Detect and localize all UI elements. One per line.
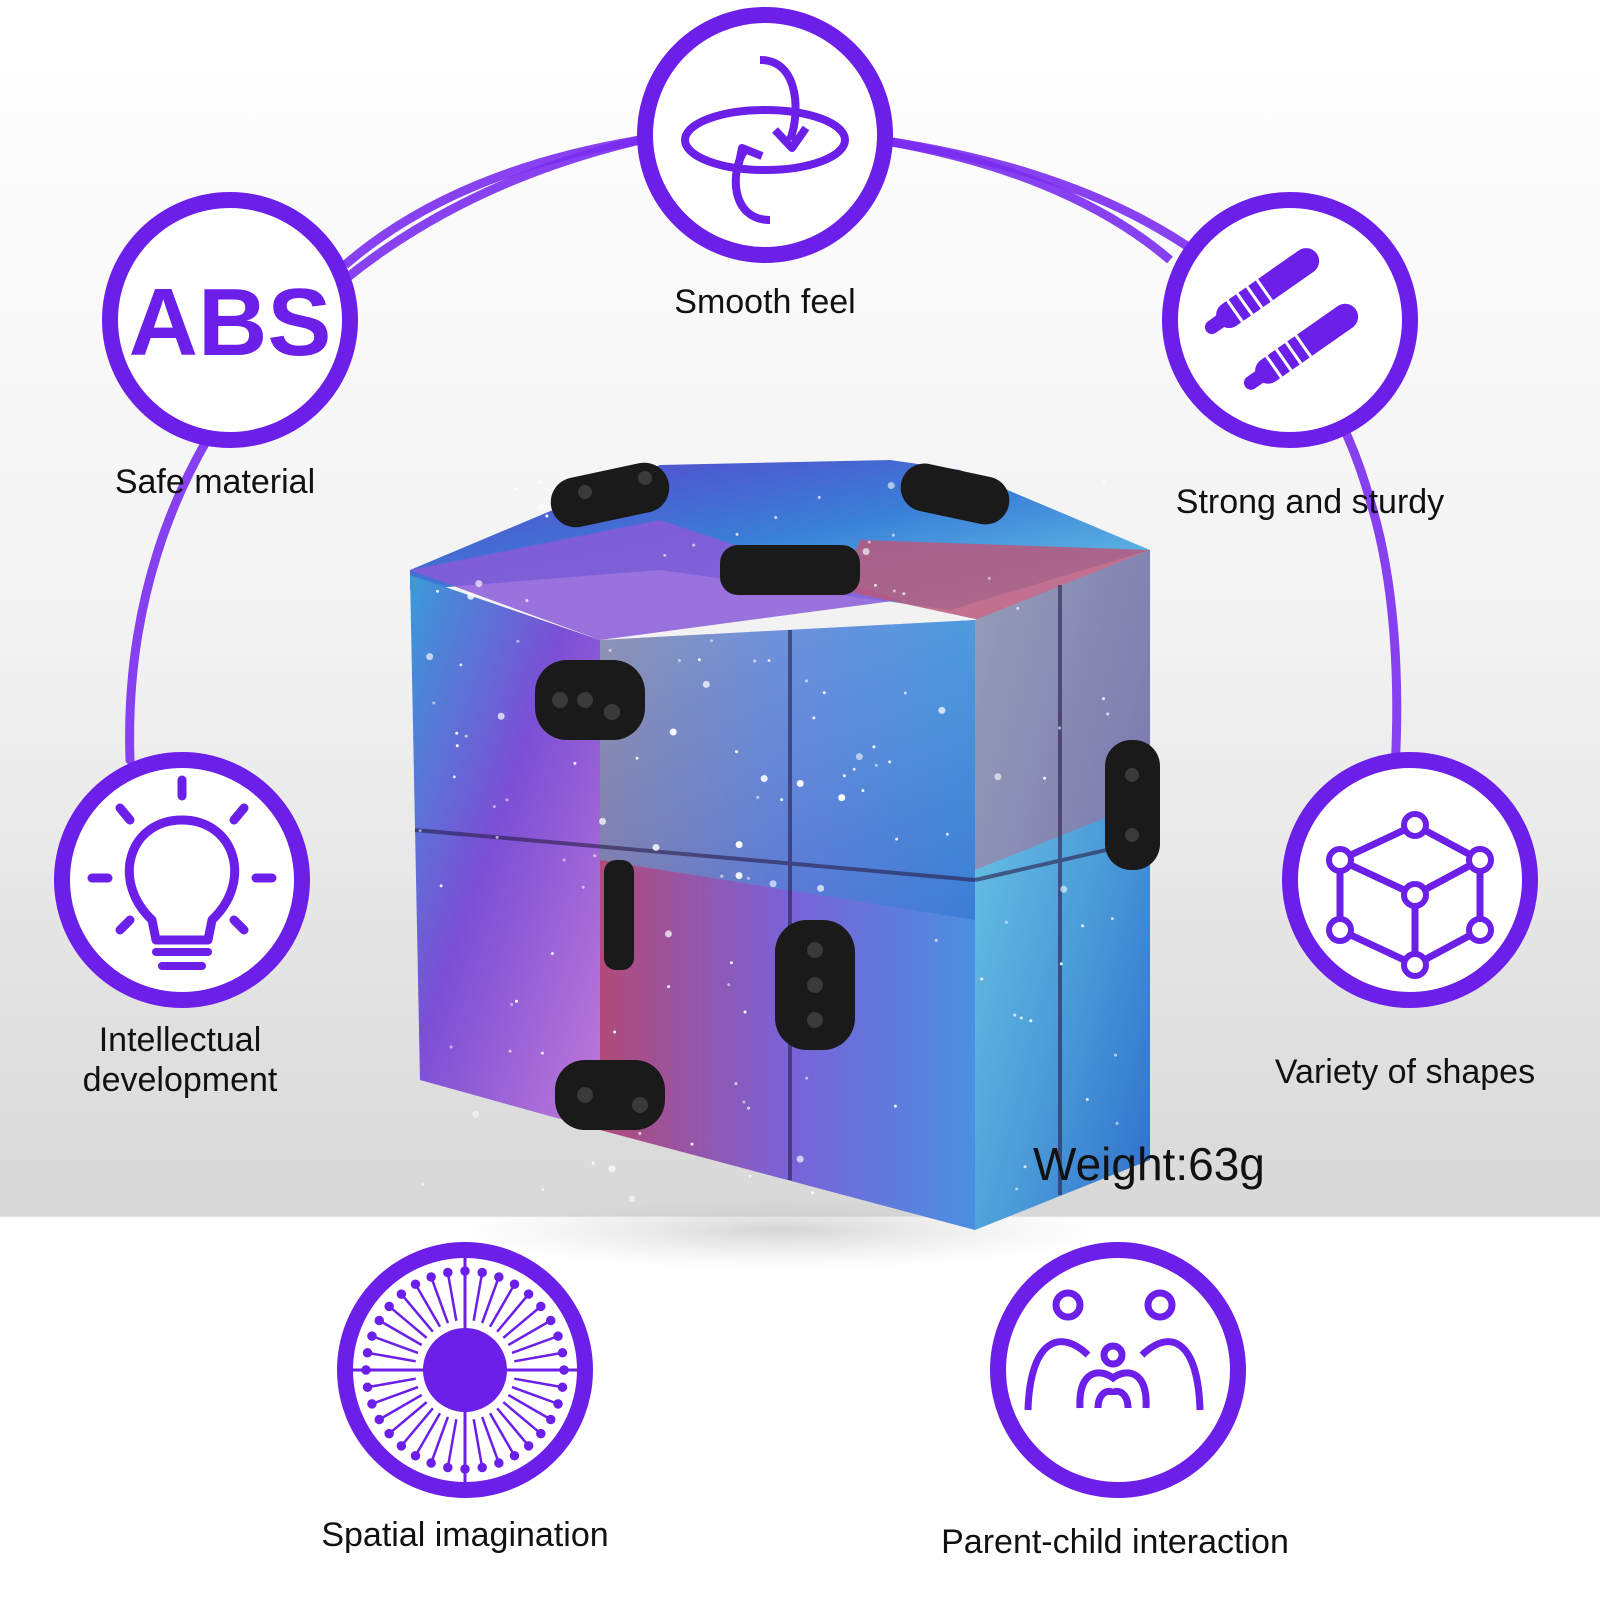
feature-label-spatial-imagination: Spatial imagination: [321, 1516, 609, 1554]
feature-label-parent-child: Parent-child interaction: [941, 1523, 1289, 1561]
feature-label-strong-sturdy: Strong and sturdy: [1175, 483, 1445, 521]
weight-text: Weight:63g: [1033, 1138, 1265, 1190]
intellectual-line-1: Intellectual: [98, 1021, 262, 1059]
feature-label-safe-material: Safe material: [114, 463, 316, 501]
galaxy-infinity-cube-image: [410, 460, 1160, 1270]
family-icon: [990, 1242, 1246, 1498]
spring-clips-icon: [1162, 192, 1418, 448]
cube-nodes-icon: [1282, 752, 1538, 1008]
feature-label-variety-shapes: Variety of shapes: [1274, 1053, 1536, 1091]
intellectual-line-2: development: [82, 1061, 278, 1099]
feature-label-intellectual-development: Intellectual development: [50, 1020, 310, 1100]
feature-label-smooth-feel: Smooth feel: [674, 283, 856, 321]
abs-badge: ABS: [102, 192, 358, 448]
abs-icon-text: ABS: [129, 269, 332, 376]
lightbulb-icon: [54, 752, 310, 1008]
rotate-arrows-icon: [637, 7, 893, 263]
radiating-brain-icon: [337, 1242, 593, 1498]
